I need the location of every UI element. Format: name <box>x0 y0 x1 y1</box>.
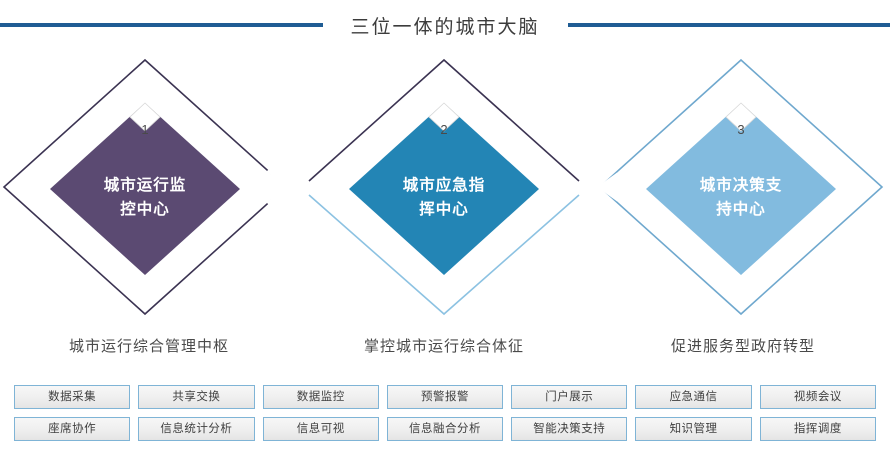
capability-tag[interactable]: 数据采集 <box>14 385 131 409</box>
capability-tag[interactable]: 信息融合分析 <box>386 417 504 441</box>
outer-diamond-outline-bottom-2 <box>308 194 580 316</box>
capability-tag[interactable]: 预警报警 <box>386 385 504 409</box>
capability-tag[interactable]: 应急通信 <box>635 385 752 409</box>
pillar-caption-2: 掌控城市运行综合体征 <box>363 338 524 355</box>
number-badge-3 <box>725 102 757 132</box>
pillar-diamond-graphic-3 <box>597 58 884 316</box>
title-rule-left <box>0 23 323 27</box>
number-badge-2 <box>428 102 460 132</box>
capability-tag[interactable]: 视频会议 <box>759 385 876 409</box>
title-rule-right <box>567 23 890 27</box>
capability-tag[interactable]: 智能决策支持 <box>511 417 628 441</box>
capability-tag[interactable]: 门户展示 <box>511 385 628 409</box>
pillar-caption-3: 促进服务型政府转型 <box>670 338 815 355</box>
capability-tag[interactable]: 知识管理 <box>635 417 752 441</box>
capability-tag[interactable]: 座席协作 <box>14 417 131 441</box>
outer-diamond-outline-3 <box>598 58 884 316</box>
pillar-diamond-graphic-2 <box>308 58 580 316</box>
outer-diamond-outline-1 <box>2 58 288 316</box>
pillar-card-2[interactable]: 2 城市应急指 挥中心 <box>299 56 589 318</box>
inner-diamond-fill-2 <box>349 103 539 275</box>
inner-diamond-fill-3 <box>646 103 836 275</box>
outline-gap-left-3 <box>597 172 619 202</box>
pillar-card-1[interactable]: 1 城市运行监 控中心 <box>0 56 290 318</box>
capability-tag[interactable]: 数据监控 <box>262 385 379 409</box>
capability-tag[interactable]: 信息可视 <box>262 417 379 441</box>
capability-tag[interactable]: 指挥调度 <box>759 417 876 441</box>
capability-tag[interactable]: 共享交换 <box>138 385 255 409</box>
page-title: 三位一体的城市大脑 <box>350 16 540 38</box>
outer-diamond-outline-top-2 <box>308 58 580 182</box>
capability-tag[interactable]: 信息统计分析 <box>138 417 255 441</box>
page-header: 三位一体的城市大脑 <box>0 8 890 42</box>
inner-diamond-fill-1 <box>50 103 240 275</box>
pillar-diamond-graphic-1 <box>2 58 289 316</box>
pillar-card-3[interactable]: 3 城市决策支 持中心 <box>596 56 886 318</box>
capability-tag-grid: 数据采集 共享交换 数据监控 预警报警 门户展示 应急通信 视频会议 座席协作 … <box>14 385 876 441</box>
number-badge-1 <box>129 102 161 132</box>
outline-gap-right-1 <box>266 168 289 206</box>
pillar-caption-1: 城市运行综合管理中枢 <box>68 338 229 355</box>
